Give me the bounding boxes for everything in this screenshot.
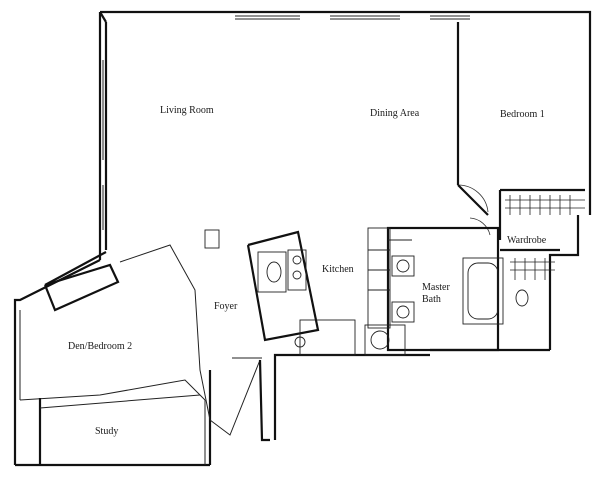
master-bath-fixtures — [386, 226, 529, 352]
label-dining-area: Dining Area — [370, 108, 420, 119]
label-master-bath-line-1: Master — [422, 282, 450, 293]
label-kitchen: Kitchen — [322, 264, 354, 275]
study-walls — [39, 394, 206, 465]
kitchen-fixtures — [246, 227, 406, 356]
room-labels: Living Room Dining Area Bedroom 1 Wardro… — [68, 105, 547, 437]
label-wardrobe: Wardrobe — [507, 235, 547, 246]
label-bedroom-1: Bedroom 1 — [500, 109, 545, 120]
label-study: Study — [95, 426, 118, 437]
foyer-walls — [119, 229, 270, 442]
label-living-room: Living Room — [160, 105, 214, 116]
label-den-bedroom-2: Den/Bedroom 2 — [68, 341, 132, 352]
label-foyer: Foyer — [214, 301, 238, 312]
den-walls — [19, 263, 206, 465]
bedroom-partitions — [456, 22, 585, 240]
label-master-bath-line-2: Bath — [422, 294, 441, 305]
exterior-walls — [13, 10, 592, 467]
wardrobe-shelving — [500, 195, 585, 280]
top-windows — [235, 15, 470, 20]
